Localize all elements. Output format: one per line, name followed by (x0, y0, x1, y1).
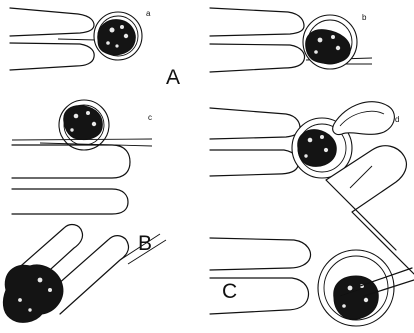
sub-label-d: d (395, 115, 399, 124)
sub-label-c: c (148, 113, 152, 122)
sub-label-a: a (146, 9, 151, 18)
panel-b-drawing (210, 8, 372, 72)
panel-label-a: A (166, 66, 180, 89)
panel-label-B: B (138, 232, 152, 255)
panel-c-drawing (12, 100, 152, 214)
sub-label-b: b (362, 13, 367, 22)
panel-d-drawing (210, 102, 414, 274)
panel-C-drawing (210, 238, 414, 326)
panel-a-drawing (10, 8, 142, 70)
panel-label-C: C (222, 280, 237, 303)
